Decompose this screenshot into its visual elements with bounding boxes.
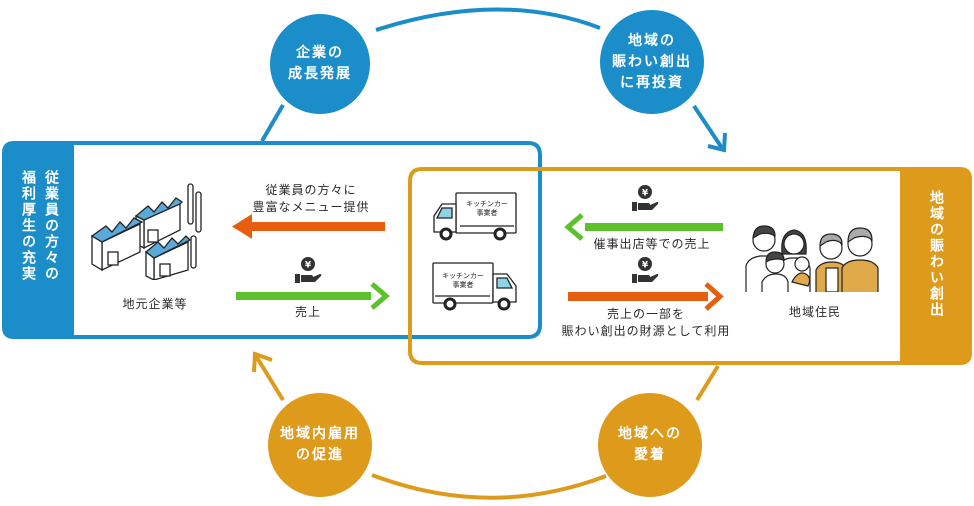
cycle-node-attachment: 地域への 愛着 bbox=[598, 393, 702, 497]
truck-icon bbox=[432, 262, 517, 311]
svg-text:¥: ¥ bbox=[642, 261, 649, 271]
arc-top bbox=[375, 7, 601, 32]
yen-hand-icon: ¥ bbox=[632, 257, 659, 283]
residents-label: 地域住民 bbox=[788, 305, 841, 319]
residents-family-icon bbox=[745, 225, 879, 292]
local-company-label: 地元企業等 bbox=[122, 297, 188, 311]
yen-hand-icon: ¥ bbox=[295, 257, 322, 283]
right-panel-tab: 地域の賑わい創出 bbox=[928, 190, 944, 318]
cycle-node-local-employment: 地域内雇用 の促進 bbox=[268, 393, 372, 497]
kitchen-car-label: キッチンカー 事業者 bbox=[466, 200, 508, 217]
arc-bottom bbox=[371, 473, 607, 500]
cycle-node-company-growth: 企業の 成長発展 bbox=[270, 14, 370, 114]
cycle-node-label: 地域の 賑わい創出 に再投資 bbox=[612, 32, 692, 91]
arrow-menu bbox=[232, 214, 385, 239]
arrow-top-right bbox=[692, 104, 724, 150]
left-panel-tab-col2: 福利厚生の充実 bbox=[20, 170, 36, 282]
connector-bottom-right bbox=[695, 364, 720, 402]
cycle-node-label: 地域内雇用 の促進 bbox=[280, 426, 360, 463]
factory-icon bbox=[90, 183, 202, 280]
arrowhead-bottom-left bbox=[252, 351, 273, 373]
svg-text:¥: ¥ bbox=[642, 189, 649, 199]
cycle-node-label: 地域への 愛着 bbox=[618, 426, 682, 463]
kitchen-car-truck-2: キッチンカー 事業者 bbox=[430, 260, 520, 312]
reinvest-flow-label: 売上の一部を 賑わい創出の財源として利用 bbox=[561, 307, 731, 338]
cycle-node-label: 企業の 成長発展 bbox=[288, 45, 352, 82]
yen-hand-icon: ¥ bbox=[632, 185, 659, 211]
left-panel-tab-col1: 従業員の方々の bbox=[43, 170, 59, 282]
arrowhead-top-right bbox=[707, 132, 727, 153]
menu-flow-label: 従業員の方々に 豊富なメニュー提供 bbox=[252, 183, 370, 214]
sales-flow-label: 売上 bbox=[294, 305, 321, 319]
connector-top-left bbox=[260, 103, 285, 143]
kitchen-car-label: キッチンカー 事業者 bbox=[442, 272, 484, 289]
kitchen-car-truck-1: キッチンカー 事業者 bbox=[430, 190, 520, 242]
cycle-node-reinvest: 地域の 賑わい創出 に再投資 bbox=[600, 10, 704, 114]
events-sales-flow-label: 催事出店等での売上 bbox=[593, 237, 711, 251]
blue-panel-tab bbox=[2, 141, 74, 339]
svg-text:¥: ¥ bbox=[305, 261, 312, 271]
arrow-bottom-left bbox=[254, 354, 285, 402]
truck-icon bbox=[433, 192, 517, 241]
